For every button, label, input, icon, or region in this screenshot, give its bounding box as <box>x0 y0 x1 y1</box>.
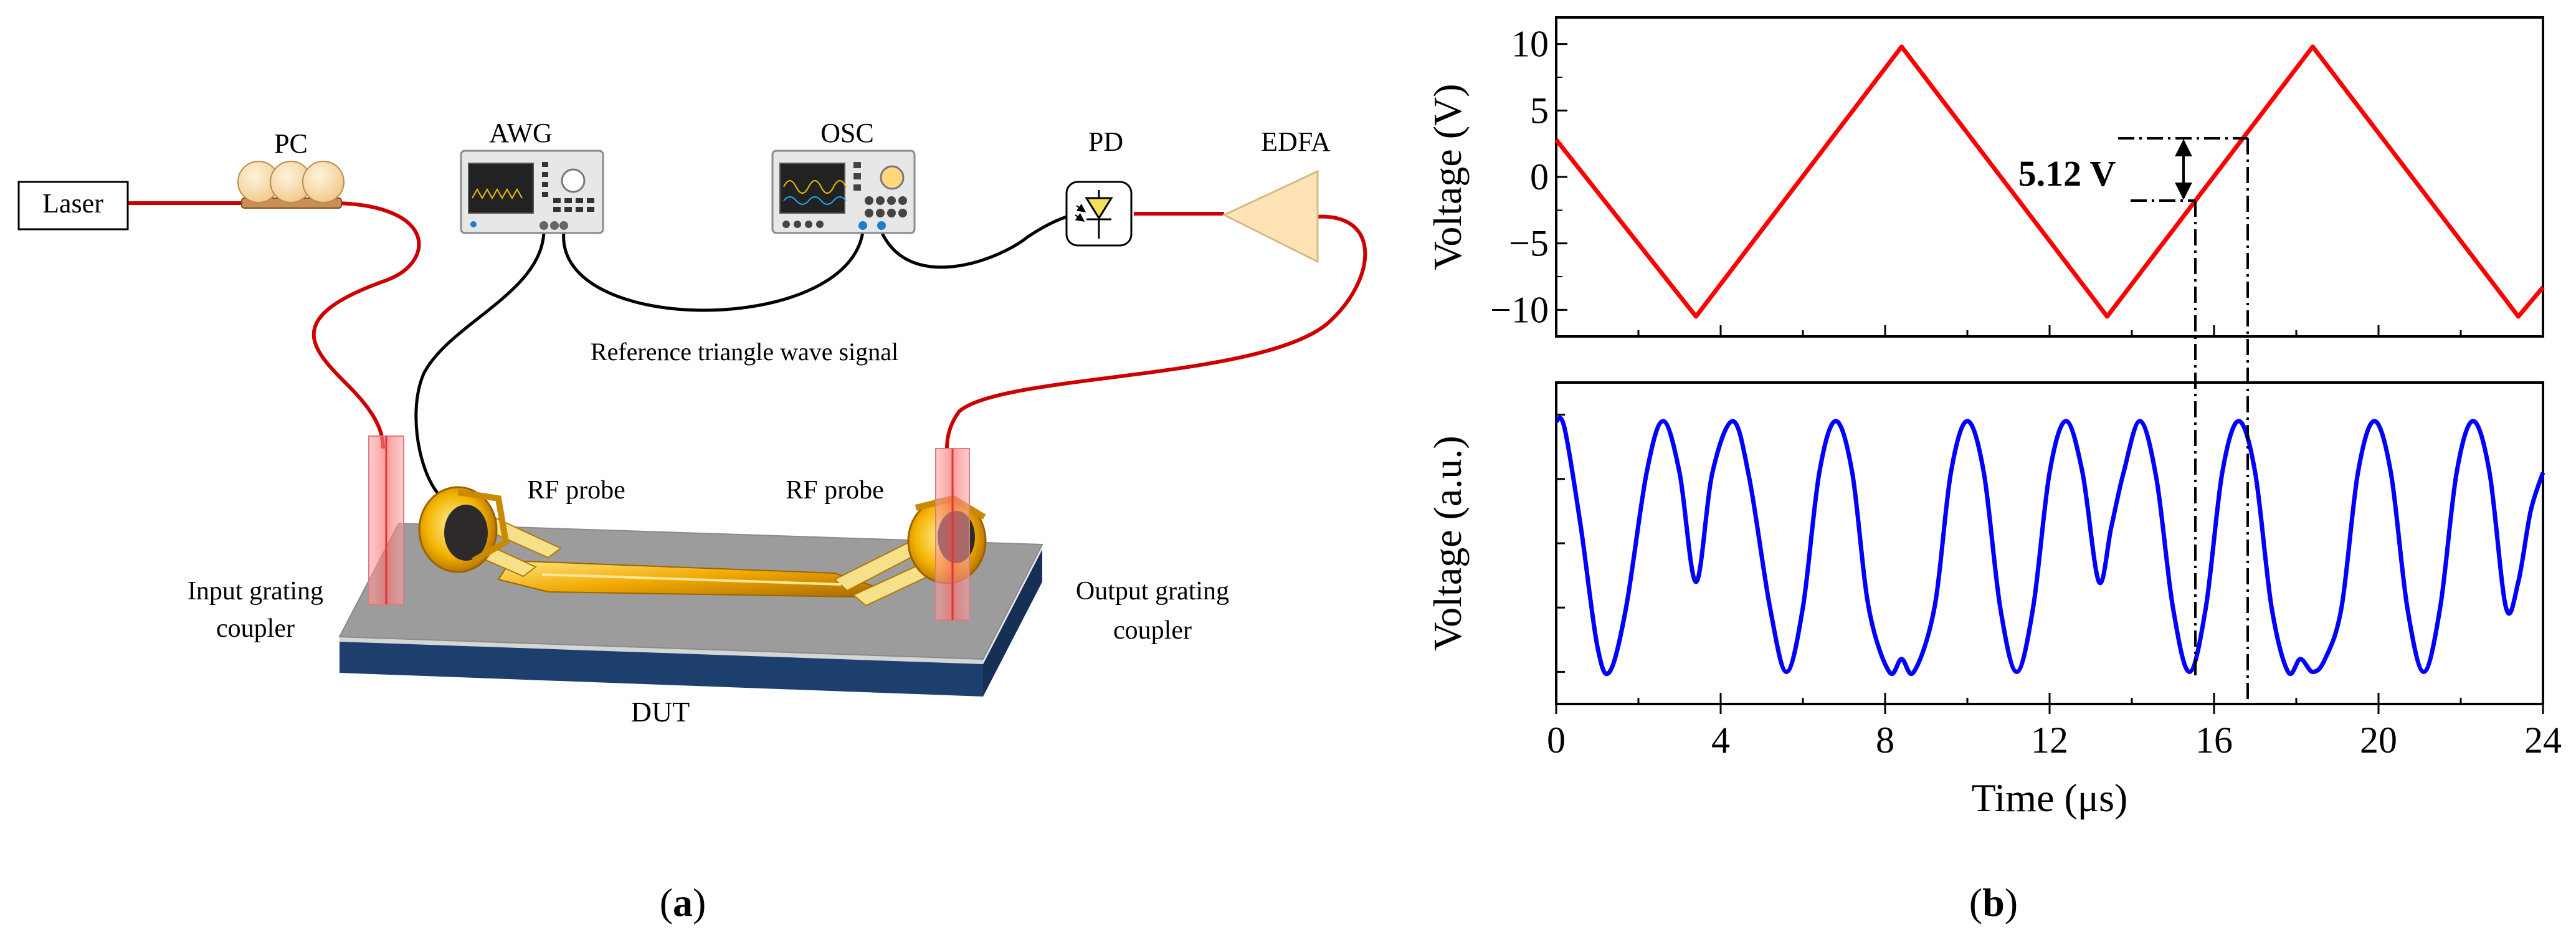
panel-label-a: (a) <box>660 880 706 925</box>
x-tick-label: 12 <box>2031 720 2068 761</box>
output-coupler-label-line1: Output grating <box>1076 577 1229 606</box>
y-tick-label: 10 <box>1511 24 1549 65</box>
oscilloscope-icon <box>771 150 916 234</box>
x-tick-label: 20 <box>2360 720 2397 761</box>
photodetector-icon <box>1065 181 1133 247</box>
plot-panel: 10 5 0 −5 −10 Voltage (V) 0 4 8 12 16 20 24 Voltage … <box>1425 16 2562 925</box>
awg-label: AWG <box>489 118 553 148</box>
reference-signal-label: Reference triangle wave signal <box>591 338 898 366</box>
fiber-edfa-to-output <box>945 214 1367 449</box>
pc-label: PC <box>274 128 308 159</box>
cable-osc-to-pd <box>880 215 1067 269</box>
awg-instrument-icon <box>460 150 604 234</box>
input-coupler-label-line2: coupler <box>216 614 295 643</box>
output-coupler-label-line2: coupler <box>1113 616 1192 645</box>
x-tick-label: 4 <box>1711 720 1730 761</box>
x-tick-label: 24 <box>2524 720 2562 761</box>
edfa-label: EDFA <box>1261 126 1331 157</box>
x-tick-label: 8 <box>1876 720 1894 761</box>
x-tick-label: 0 <box>1547 720 1566 761</box>
y-axis-label: Voltage (a.u.) <box>1425 435 1470 650</box>
pd-label: PD <box>1088 126 1123 157</box>
annotation-text: 5.12 V <box>2018 153 2116 194</box>
rf-probe-left-label: RF probe <box>527 476 625 505</box>
input-coupler-label-line1: Input grating <box>188 577 323 606</box>
panel-label-b: (b) <box>1969 880 2018 925</box>
setup-schematic: Laser PC AWG <box>17 118 1367 925</box>
x-tick-label: 16 <box>2195 720 2233 761</box>
edfa-amplifier-icon <box>1222 169 1319 264</box>
top-plot: 10 5 0 −5 −10 Voltage (V) <box>1425 16 2545 338</box>
fiber-pc-to-input <box>311 201 421 449</box>
cable-awg-to-osc <box>562 231 865 312</box>
rf-probe-right-label: RF probe <box>786 476 884 505</box>
triangle-wave-series <box>1554 44 2545 319</box>
cables <box>128 201 1367 608</box>
dut-label: DUT <box>631 696 690 728</box>
x-axis-label: Time (μs) <box>1972 776 2128 820</box>
polarization-controller-icon <box>237 161 345 209</box>
y-tick-label: −5 <box>1509 223 1549 264</box>
osc-label: OSC <box>820 118 874 148</box>
laser-label: Laser <box>42 188 103 219</box>
y-tick-label: 0 <box>1530 156 1549 197</box>
cable-awg-to-probe <box>414 231 546 503</box>
y-axis-label: Voltage (V) <box>1425 83 1470 270</box>
output-signal-series <box>1554 416 2545 677</box>
bottom-plot: 0 4 8 12 16 20 24 Voltage (a.u.) Time (μs) <box>1425 381 2562 820</box>
output-fiber-beam <box>935 448 970 621</box>
amplitude-annotation: 5.12 V <box>2018 137 2249 704</box>
input-fiber-beam <box>368 435 404 605</box>
laser-box <box>17 181 129 231</box>
y-tick-label: 5 <box>1530 90 1549 131</box>
y-tick-label: −10 <box>1490 289 1549 330</box>
rf-probe-left-icon <box>418 486 510 573</box>
